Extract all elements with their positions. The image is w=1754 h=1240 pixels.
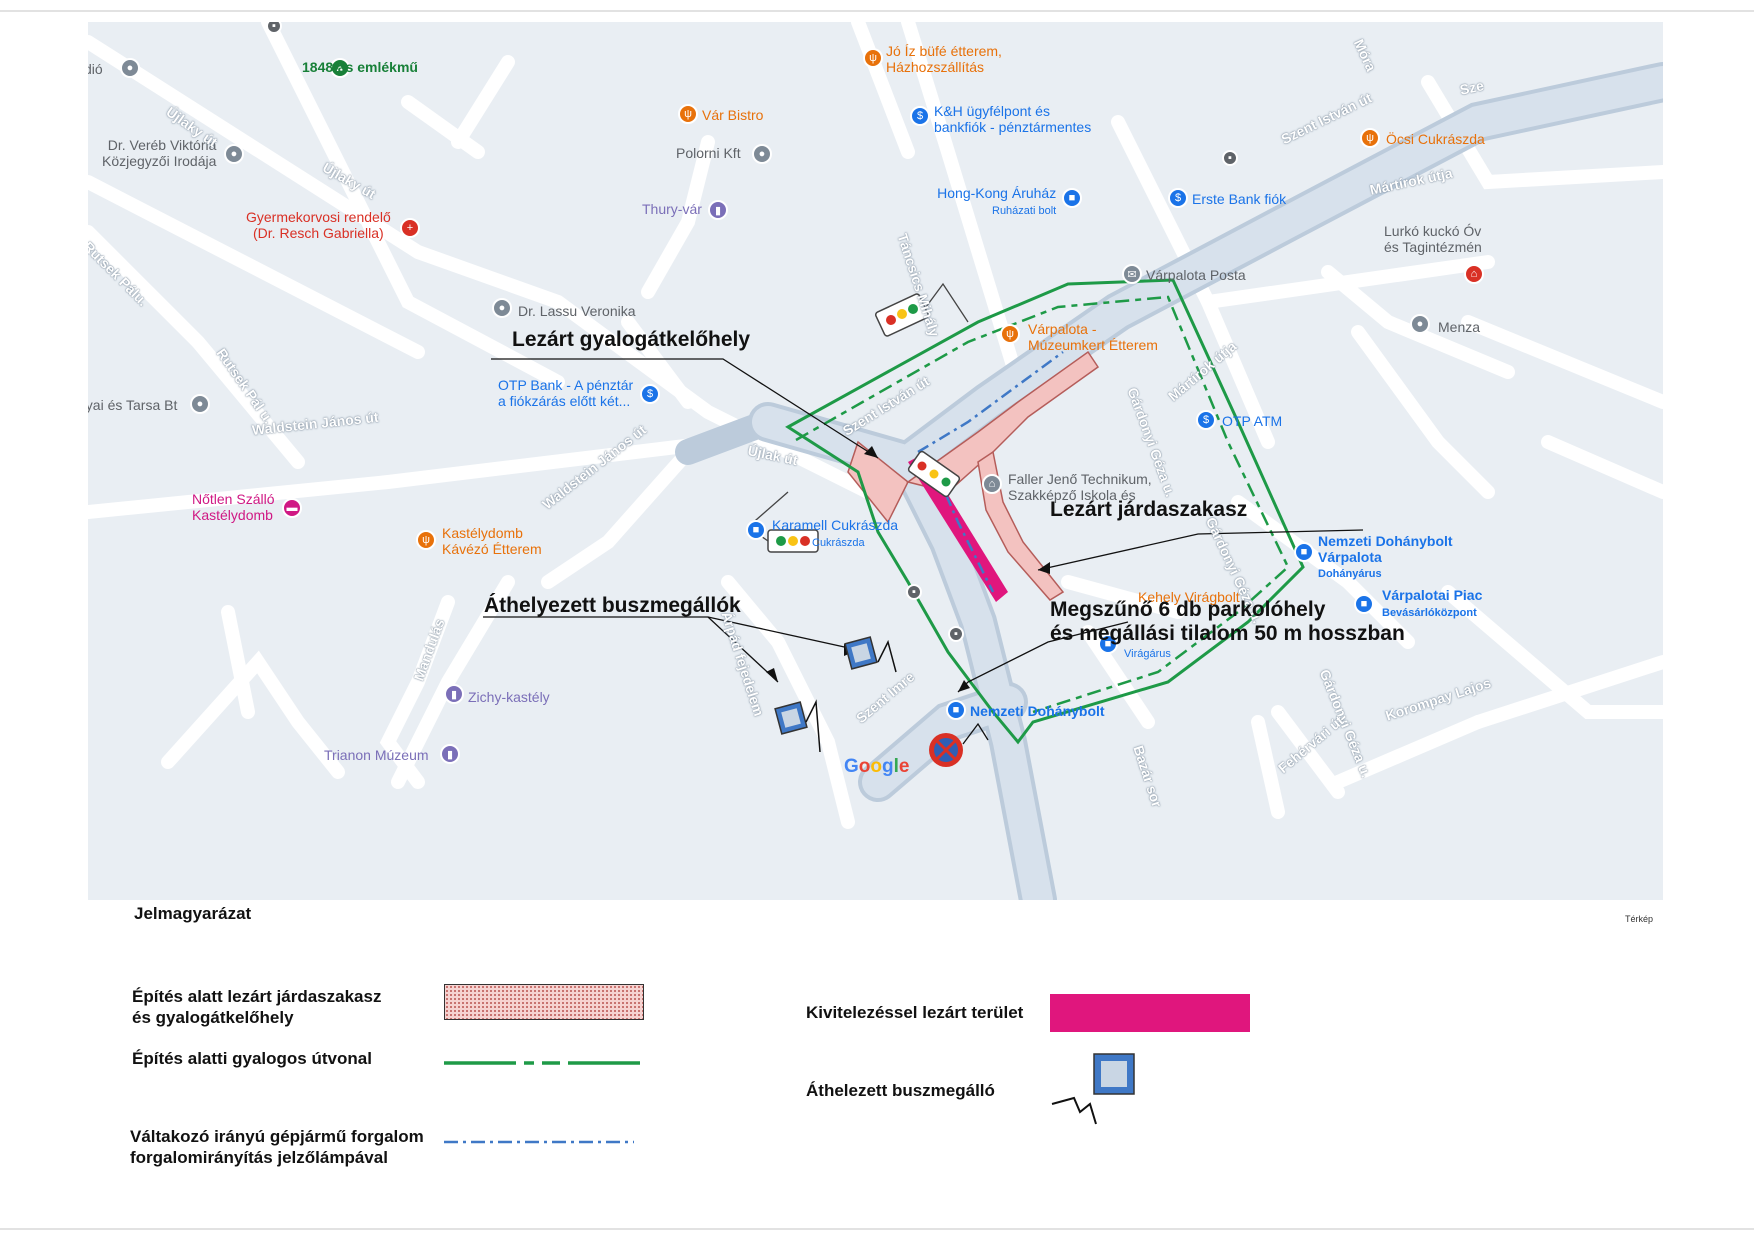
school-icon[interactable]: ⌂ — [982, 474, 1002, 494]
scan-edge-top — [0, 10, 1754, 12]
legend-title: Jelmagyarázat — [134, 904, 252, 923]
legend-label-bus-stop: Áthelezett buszmegálló — [806, 1081, 995, 1100]
restaurant-icon[interactable]: ψ — [863, 48, 883, 68]
bank-icon[interactable]: $ — [910, 106, 930, 126]
legend-swatch-ped-route — [444, 1061, 644, 1065]
restaurant-icon[interactable]: ψ — [1000, 324, 1020, 344]
pedestrian-route-line — [785, 278, 1305, 745]
poi-label-nyai[interactable]: nyai és Tarsa Bt — [88, 397, 178, 413]
legend-swatch-closed-sidewalk — [444, 984, 644, 1020]
poi-pin-icon[interactable]: ● — [190, 394, 210, 414]
poi-label-gyermekorvosi[interactable]: Gyermekorvosi rendelő(Dr. Resch Gabriell… — [246, 209, 391, 241]
bus-icon[interactable]: ▪ — [906, 584, 922, 600]
legend-swatch-closed-area — [1050, 994, 1250, 1032]
poi-pin-icon[interactable]: ● — [224, 144, 244, 164]
legend-swatch-alternating-traffic — [444, 1140, 634, 1144]
medical-icon[interactable]: + — [400, 218, 420, 238]
poi-label-varbistro[interactable]: Vár Bistro — [702, 107, 764, 123]
hotel-icon[interactable]: ▬ — [282, 498, 302, 518]
poi-pin-icon[interactable]: ● — [752, 144, 772, 164]
legend-swatch-bus-stop — [1051, 1053, 1135, 1125]
poi-label-dio[interactable]: dió — [88, 61, 103, 77]
bus-stop-sign-2 — [774, 699, 821, 753]
florist-icon[interactable]: ■ — [1098, 634, 1118, 654]
google-logo: Google — [844, 756, 910, 777]
poi-pin-icon[interactable]: ● — [120, 58, 140, 78]
annotation-closed-sidewalk: Lezárt járdaszakasz — [1050, 498, 1248, 521]
poi-label-menza[interactable]: Menza — [1438, 319, 1481, 335]
poi-label-muzeumkert[interactable]: Várpalota -Múzeumkert Étterem — [1028, 321, 1158, 353]
map-credit: Térkép — [1625, 914, 1654, 924]
map-view[interactable]: ● ▲ ▪ ψ ψ ● $ ψ ● + ▮ ■ $ ▪ ✉ ⌂ ● ● ψ $ … — [88, 22, 1663, 900]
bus-stop-sign-1 — [844, 636, 897, 673]
cafe-icon[interactable]: ψ — [1360, 128, 1380, 148]
cafe-icon[interactable]: ■ — [746, 520, 766, 540]
map-base-layer — [88, 22, 1663, 900]
traffic-light-mid — [907, 450, 961, 498]
museum-icon[interactable]: ▮ — [440, 744, 460, 764]
poi-label-viragarus[interactable]: Virágárus — [1124, 648, 1171, 660]
poi-label-faller[interactable]: Faller Jenő Technikum,Szakképző Iskola é… — [1008, 471, 1152, 503]
museum-icon[interactable]: ▮ — [444, 684, 464, 704]
pedestrian-route-dashed — [795, 295, 1290, 714]
poi-pin-icon[interactable]: ● — [492, 298, 512, 318]
museum-icon[interactable]: ▮ — [708, 200, 728, 220]
poi-label-joizbufe[interactable]: Jó Íz büfé étterem,Házhozszállítás — [886, 43, 1002, 75]
poi-label-dohanybolt-2[interactable]: Nemzeti Dohánybolt — [970, 703, 1105, 719]
bus-icon[interactable]: ▪ — [1222, 150, 1238, 166]
restaurant-icon[interactable]: ψ — [678, 104, 698, 124]
bank-icon[interactable]: $ — [640, 384, 660, 404]
post-office-icon[interactable]: ✉ — [1122, 264, 1142, 284]
shopping-icon[interactable]: ■ — [1062, 188, 1082, 208]
poi-label-kehely[interactable]: Kehely Virágbolt — [1138, 589, 1240, 605]
bus-icon[interactable]: ▪ — [266, 22, 282, 34]
bank-icon[interactable]: $ — [1168, 188, 1188, 208]
annotation-relocated-bus-stops: Áthelyezett buszmegállók — [484, 594, 741, 617]
scan-edge-bottom — [0, 1228, 1754, 1230]
poi-label-ocsi[interactable]: Öcsi Cukrászda — [1386, 131, 1485, 147]
poi-label-otpatm[interactable]: OTP ATM — [1222, 413, 1283, 429]
monument-icon[interactable]: ▲ — [330, 58, 350, 78]
poi-pin-icon[interactable]: ● — [1410, 314, 1430, 334]
legend-label-closed-area: Kivitelezéssel lezárt terület — [806, 1003, 1024, 1022]
school-icon[interactable]: ⌂ — [1464, 264, 1484, 284]
minor-roads — [88, 22, 1663, 829]
atm-icon[interactable]: $ — [1196, 410, 1216, 430]
poi-label-lassu[interactable]: Dr. Lassu Veronika — [518, 303, 636, 319]
poi-label-thury[interactable]: Thury-vár — [642, 201, 702, 217]
cafe-icon[interactable]: ψ — [416, 530, 436, 550]
shopping-icon[interactable]: ■ — [1294, 542, 1314, 562]
shopping-icon[interactable]: ■ — [946, 700, 966, 720]
poi-label-emlekmu[interactable]: 1848-as emlékmű — [302, 59, 418, 75]
poi-label-zichy[interactable]: Zichy-kastély — [468, 689, 550, 705]
legend-label-ped-route: Építés alatti gyalogos útvonal — [132, 1049, 372, 1068]
poi-label-polorni[interactable]: Polorni Kft — [676, 145, 741, 161]
poi-label-trianon[interactable]: Trianon Múzeum — [324, 747, 429, 763]
traffic-light-top — [874, 282, 969, 337]
closed-area-polygon — [908, 454, 1008, 602]
bus-icon[interactable]: ▪ — [948, 626, 964, 642]
no-stopping-sign — [929, 722, 989, 767]
annotation-closed-crossing: Lezárt gyalogátkelőhely — [512, 328, 751, 351]
shopping-icon[interactable]: ■ — [1354, 594, 1374, 614]
poi-label-erste[interactable]: Erste Bank fiók — [1192, 191, 1287, 207]
poi-label-posta[interactable]: Várpalota Posta — [1146, 267, 1246, 283]
